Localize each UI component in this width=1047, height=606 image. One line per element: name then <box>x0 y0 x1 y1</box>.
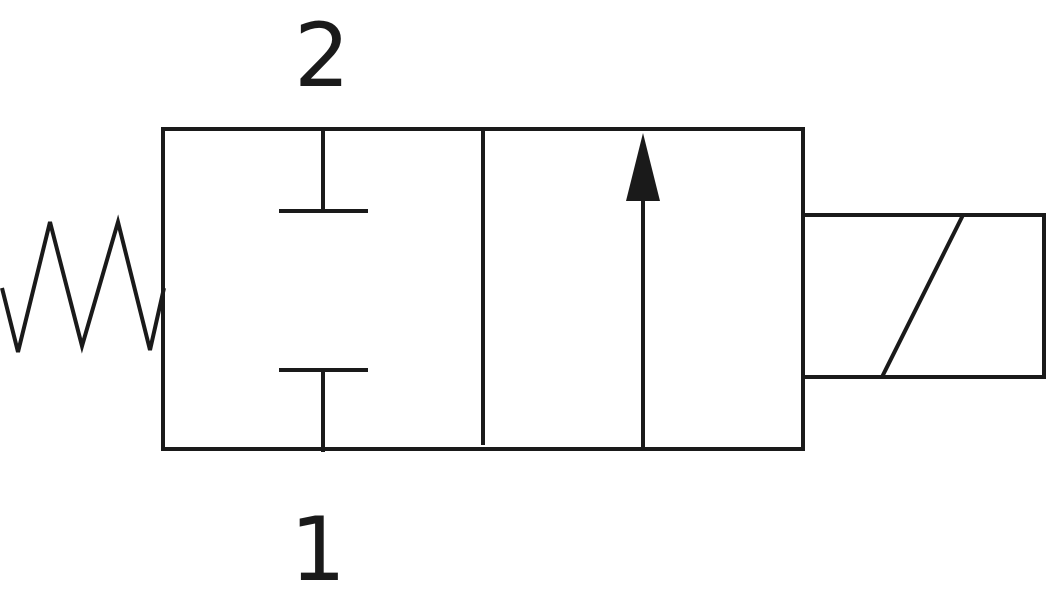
solenoid-coil-slash <box>880 214 965 378</box>
solenoid-box <box>801 213 1046 379</box>
flow-arrow-head <box>626 133 660 201</box>
return-spring <box>0 214 166 354</box>
solenoid-actuator <box>801 213 1046 379</box>
port-label-2: 2 <box>294 4 350 107</box>
closed-position-left <box>279 129 368 452</box>
open-position-right <box>626 133 660 449</box>
port-label-1: 1 <box>290 498 346 601</box>
